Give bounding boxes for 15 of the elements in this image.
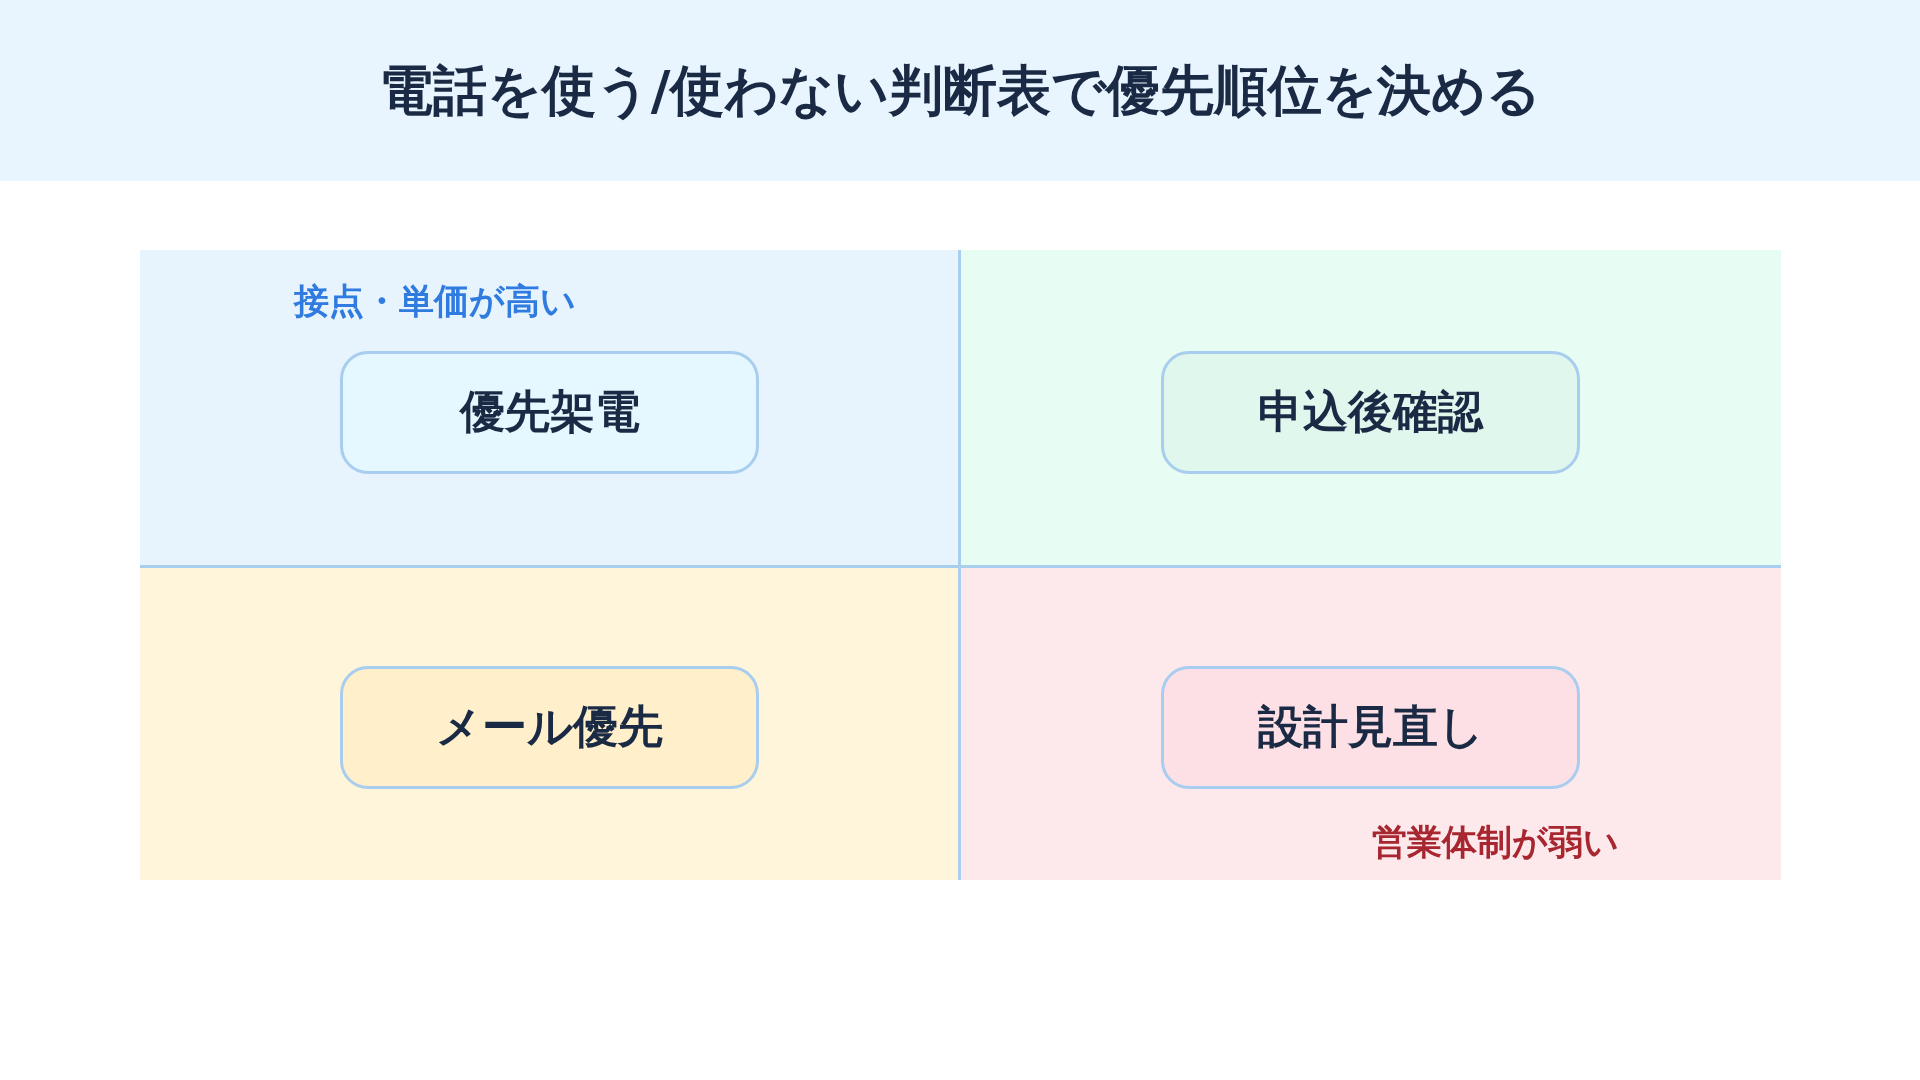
quadrant-panel bbox=[140, 566, 960, 880]
card-label: 優先架電 bbox=[459, 384, 640, 441]
strategy-card bbox=[340, 666, 759, 789]
quadrant-heading: 営業体制が弱い bbox=[1372, 821, 1619, 864]
card-label: 設計見直し bbox=[1257, 699, 1484, 756]
quadrant-panel bbox=[140, 250, 960, 566]
strategy-card bbox=[1161, 351, 1580, 474]
card-label: 申込後確認 bbox=[1258, 384, 1483, 441]
quadrant-panel bbox=[960, 566, 1781, 880]
quadrant-panel bbox=[960, 250, 1781, 566]
strategy-card bbox=[1161, 666, 1580, 789]
strategy-card bbox=[340, 351, 759, 474]
quadrant-heading: 接点・単価が高い bbox=[294, 280, 576, 323]
card-label: メール優先 bbox=[436, 699, 663, 756]
title: 電話を使う/使わない判断表で優先順位を決める bbox=[378, 57, 1542, 124]
